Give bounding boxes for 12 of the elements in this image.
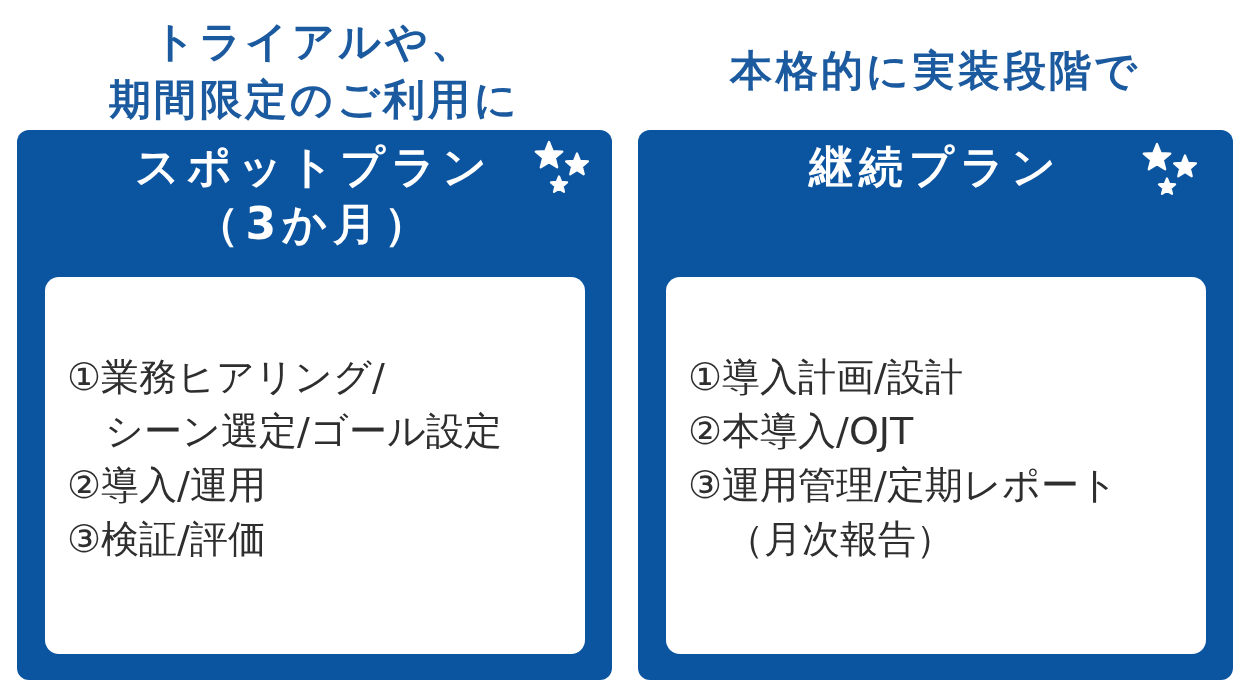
step-text: ②導入/運用	[67, 461, 266, 509]
section-heading: 本格的に実装段階で	[730, 45, 1141, 97]
section-heading: トライアルや、期間限定のご利用に	[107, 16, 522, 126]
step-text: ③検証/評価	[67, 515, 266, 563]
step-text: ②本導入/OJT	[688, 407, 914, 455]
step-text: ③運用管理/定期レポート（月次報告）	[688, 461, 1119, 563]
plan-title: 継続プラン	[808, 140, 1063, 194]
content-card	[45, 277, 585, 654]
plan-title: スポットプラン（3か月）	[134, 140, 495, 252]
step-text: ①導入計画/設計	[688, 354, 963, 401]
content-card	[666, 277, 1206, 654]
step-text: ①業務ヒアリング/シーン選定/ゴール設定	[67, 354, 503, 455]
